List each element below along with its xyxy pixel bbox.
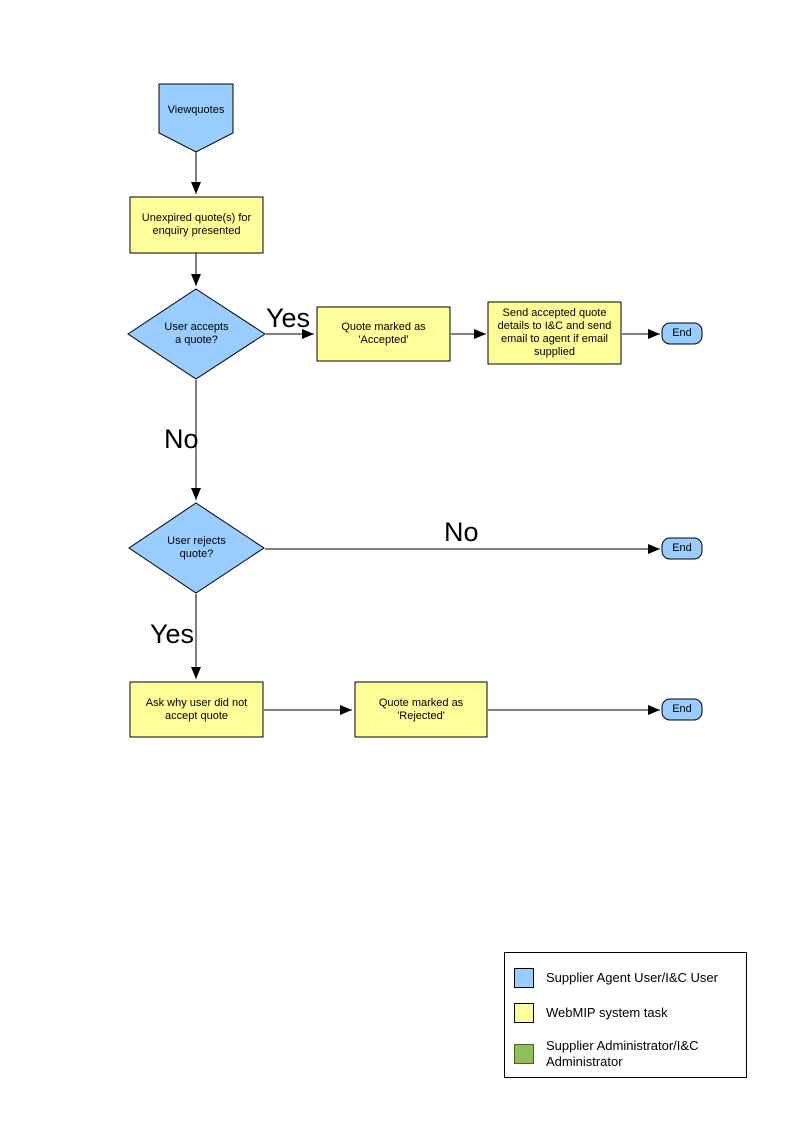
legend-swatch-blue [514, 968, 534, 988]
end2-terminator-shape [661, 537, 703, 560]
send-details-process-shape [487, 301, 622, 365]
present-process-shape [129, 196, 264, 254]
legend-label: Supplier Administrator/I&C Administrator [546, 1038, 699, 1069]
legend-label: Supplier Agent User/I&C User [546, 970, 718, 985]
reject-yes-label: Yes [150, 619, 195, 649]
reject-no-label: No [444, 517, 479, 547]
end3-terminator-shape [661, 698, 703, 721]
accept-no-label: No [164, 424, 199, 454]
ask-why-process-shape [129, 681, 264, 738]
mark-rejected-process-shape [354, 681, 488, 738]
legend-item-webmip-system-task: WebMIP system task [514, 1003, 668, 1023]
start-pentagon-shape [158, 83, 234, 153]
legend-item-supplier-administrator: Supplier Administrator/I&C Administrator [514, 1038, 698, 1070]
end1-terminator-shape [661, 322, 703, 345]
legend-item-supplier-agent-user: Supplier Agent User/I&C User [514, 968, 718, 988]
accept-decision-shape [127, 288, 266, 380]
flow-connectors [191, 152, 660, 715]
legend-label: WebMIP system task [546, 1005, 668, 1020]
legend-swatch-yellow [514, 1003, 534, 1023]
legend-swatch-green [514, 1044, 534, 1064]
mark-accepted-process-shape [316, 306, 451, 362]
accept-yes-label: Yes [266, 303, 311, 333]
legend: Supplier Agent User/I&C User WebMIP syst… [504, 952, 747, 1078]
reject-decision-shape [128, 502, 265, 594]
